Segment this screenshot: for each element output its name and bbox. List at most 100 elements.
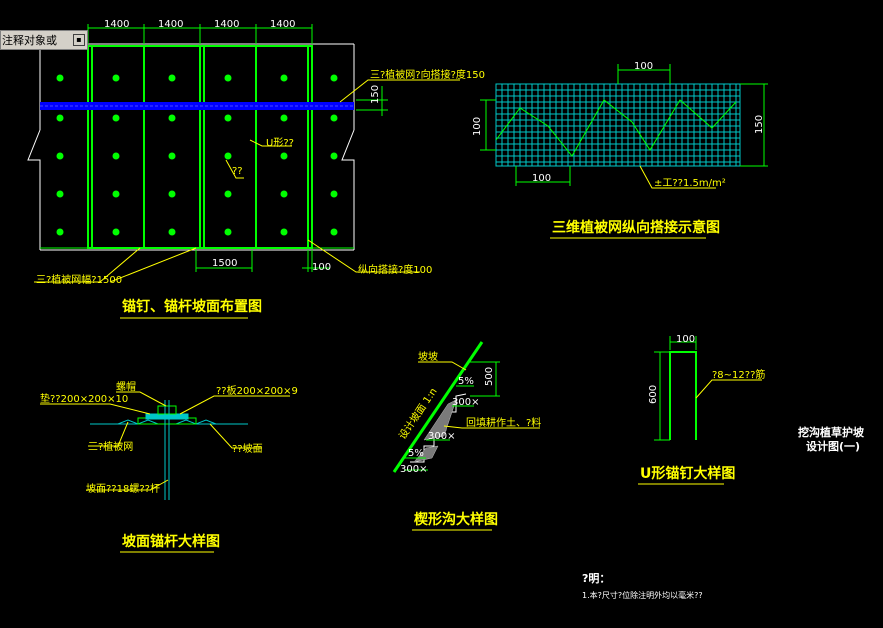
label-u-nail: U形?? <box>266 137 294 149</box>
tooltip-text: 注释对象或 <box>2 34 57 47</box>
plan-outline <box>27 43 355 251</box>
bolt-label-nut: 螺帽 <box>116 380 136 393</box>
anchor-dot <box>168 152 176 160</box>
net-dim-right: 150 <box>754 115 765 134</box>
net-title: 三维植被网纵向搭接示意图 <box>552 219 720 236</box>
anchor-dot <box>56 190 64 198</box>
plan-dims-bottom <box>195 250 330 272</box>
anchor-dot <box>330 152 338 160</box>
bolt-label-net: 三?植被网 <box>88 440 133 453</box>
dim-top-2: 1400 <box>158 19 183 30</box>
plan-title: 锚钉、锚杆坡面布置图 <box>122 298 262 315</box>
u-nail-dims <box>654 336 697 441</box>
trench-label-top: 坡坡 <box>418 350 438 363</box>
net-dim-top: 100 <box>634 61 653 72</box>
anchor-dot <box>56 114 64 122</box>
anchor-dot <box>330 74 338 82</box>
net-dims <box>480 64 768 186</box>
net-dim-bottom: 100 <box>532 173 551 184</box>
anchor-dot <box>280 114 288 122</box>
bolt-label-plate-left: 垫??200×200×10 <box>40 392 128 405</box>
anchor-dot <box>112 114 120 122</box>
anchor-dot <box>112 152 120 160</box>
anchor-dot <box>168 228 176 236</box>
net-diagram: 100 100 100 150 ±工??1.5m/m² 三维植被网纵向搭接示意图 <box>472 61 768 239</box>
trench-slope-line <box>392 341 484 473</box>
bolt-label-plate-right: ??板200×200×9 <box>216 384 298 397</box>
anchor-dot <box>224 152 232 160</box>
anchor-dot <box>56 152 64 160</box>
u-nail-label: ?8~12??筋 <box>712 368 765 381</box>
expand-icon[interactable]: ▪ <box>73 34 85 46</box>
plan-anchor-dots <box>56 74 338 236</box>
dim-bottom-1500: 1500 <box>212 258 237 269</box>
u-nail-detail: 100 600 ?8~12??筋 U形锚钉大样图 <box>638 334 765 485</box>
label-top-right: 三?植被网?向搭接?度150 <box>370 68 485 81</box>
label-bottom-right: 纵向搭接?度100 <box>358 263 432 276</box>
bolt-label-rod: 坡面??18螺??杆 <box>86 482 160 495</box>
net-dim-left: 100 <box>472 117 483 136</box>
anchor-dot <box>56 74 64 82</box>
anchor-dot <box>112 190 120 198</box>
anchor-dot <box>224 228 232 236</box>
anchor-dot <box>224 114 232 122</box>
trench-dim-300-b: 300× <box>428 431 455 442</box>
dim-top-3: 1400 <box>214 19 239 30</box>
anchor-dot <box>56 228 64 236</box>
anchor-dot <box>280 228 288 236</box>
plan-dim-right <box>356 86 388 116</box>
anchor-dot <box>168 190 176 198</box>
label-bottom-left: 三?植被网幅?1500 <box>36 273 122 286</box>
layout-plan: 1400 1400 1400 1400 150 1500 100 <box>27 19 485 319</box>
bolt-plate-upper <box>145 413 189 420</box>
anchor-dot <box>112 228 120 236</box>
plan-dims-top <box>87 24 313 44</box>
dim-right-150: 150 <box>370 85 381 104</box>
trench-detail: 500 5% 300× 300× 5% 300× 坡坡 回填耕作土、?料 设计坡… <box>392 341 541 531</box>
anchor-dot <box>224 74 232 82</box>
notes-line1: 1.本?尺寸?位除注明外均以毫米?? <box>582 590 703 600</box>
trench-label-fill: 回填耕作土、?料 <box>466 416 541 429</box>
u-nail-dim-top: 100 <box>676 334 695 345</box>
label-anchor: ?? <box>232 166 243 177</box>
design-title-line1: 挖沟植草护坡 <box>798 425 865 439</box>
bolt-leaders <box>40 391 290 491</box>
anchor-dot <box>168 114 176 122</box>
bolt-hatch <box>117 419 217 425</box>
bolt-nut <box>157 405 177 415</box>
trench-fill-hatch <box>413 399 457 463</box>
u-nail-shape <box>669 351 697 440</box>
trench-pct-top: 5% <box>458 376 474 387</box>
trench-dims <box>404 361 500 471</box>
anchor-dot <box>224 190 232 198</box>
net-leader <box>639 165 716 189</box>
net-label: ±工??1.5m/m² <box>654 178 726 189</box>
notes-heading: ?明： <box>582 572 610 585</box>
trench-leaders <box>418 361 540 429</box>
anchor-dot <box>168 74 176 82</box>
anchor-dot <box>330 228 338 236</box>
bolt-label-slope: ??坡面 <box>232 442 263 455</box>
net-zigzag <box>495 99 737 157</box>
anchor-dot <box>112 74 120 82</box>
anchor-dot <box>280 190 288 198</box>
annotation-tooltip[interactable]: 注释对象或 ▪ <box>0 30 88 50</box>
u-nail-title: U形锚钉大样图 <box>640 465 735 482</box>
u-nail-dim-height: 600 <box>648 385 659 404</box>
plan-strips <box>40 45 354 249</box>
u-nail-leader <box>695 379 762 399</box>
anchor-dot <box>330 114 338 122</box>
trench-dim-300-a: 300× <box>452 397 479 408</box>
trench-dim-300-c: 300× <box>400 464 427 475</box>
dim-bottom-100: 100 <box>312 262 331 273</box>
anchor-dot <box>330 190 338 198</box>
bolt-title: 坡面锚杆大样图 <box>122 533 220 550</box>
trench-dim-500: 500 <box>484 367 495 386</box>
plan-leaders <box>34 79 460 283</box>
trench-pct-bottom: 5% <box>408 448 424 459</box>
dim-top-4: 1400 <box>270 19 295 30</box>
anchor-dot <box>280 74 288 82</box>
trench-title: 楔形沟大样图 <box>414 511 498 528</box>
dim-top-1: 1400 <box>104 19 129 30</box>
